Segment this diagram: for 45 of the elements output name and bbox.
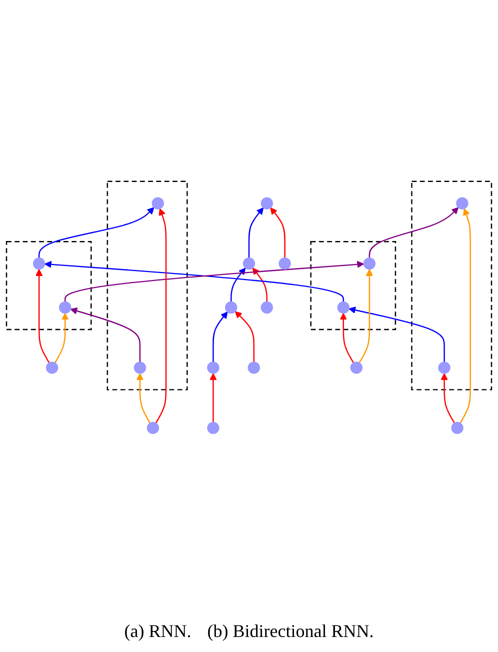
arrow [270, 207, 286, 258]
cluster [106, 180, 188, 390]
arrow [54, 312, 69, 364]
arrow [230, 268, 246, 302]
cluster [310, 240, 396, 330]
node-circle [363, 257, 376, 270]
node-circle [248, 362, 260, 374]
node-circle [207, 362, 220, 374]
node-circle [451, 422, 464, 434]
node-circle [260, 197, 273, 210]
node-circle [242, 257, 256, 270]
node-circle [456, 197, 468, 210]
arrow [440, 373, 455, 424]
arrow [358, 268, 373, 364]
node-circle [278, 257, 291, 270]
arrow [368, 207, 459, 258]
node-circle [350, 362, 363, 374]
node-circle [438, 362, 450, 374]
node-circle [152, 197, 164, 210]
arrow [210, 373, 217, 422]
arrow [136, 373, 151, 424]
arrow [38, 207, 154, 258]
arrow [70, 308, 141, 362]
arrow [460, 208, 471, 424]
node-circle [337, 301, 350, 314]
cluster [411, 180, 492, 390]
arrow [340, 312, 354, 364]
node-circle [207, 422, 220, 434]
node-circle [260, 301, 273, 314]
figure-caption: (b) Bidirectional RNN. [207, 621, 374, 642]
figure-caption: (a) RNN. [124, 621, 192, 642]
arrow [234, 311, 254, 362]
arrow [248, 207, 264, 258]
arrow [252, 268, 268, 302]
node-circle [134, 362, 146, 374]
arrow [212, 312, 228, 362]
arrow [35, 268, 50, 364]
node-circle [32, 257, 46, 270]
arrow [348, 306, 445, 362]
cluster [6, 240, 92, 330]
node-circle [59, 301, 72, 314]
arrow [155, 208, 167, 424]
node-circle [146, 422, 160, 434]
node-circle [46, 362, 58, 374]
node-circle [225, 301, 238, 314]
